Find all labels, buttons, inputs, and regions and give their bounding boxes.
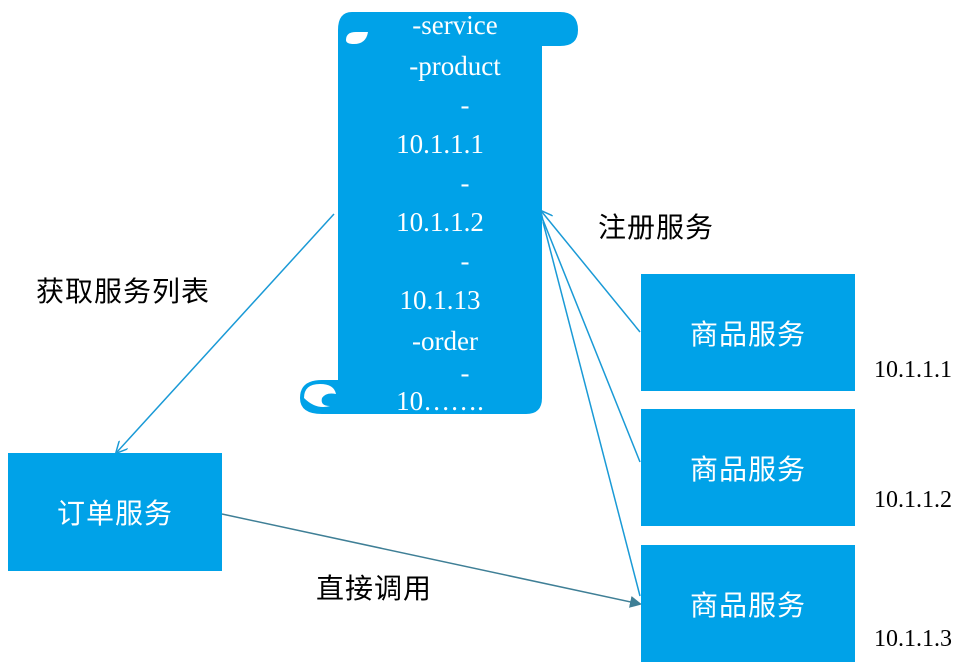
direct-call-arrow bbox=[221, 513, 642, 608]
product-service-label-2: 商品服务 bbox=[689, 452, 806, 486]
registry-scroll-shape bbox=[300, 12, 578, 414]
registry-line-ip-3: 10.1.13 bbox=[399, 285, 481, 315]
get-list-arrow bbox=[117, 213, 335, 452]
registry-line-dash-4: - bbox=[460, 358, 470, 388]
product-service-box-1: 商品服务 bbox=[641, 274, 855, 391]
product-ip-label-3: 10.1.1.3 bbox=[874, 626, 952, 652]
register-line-3 bbox=[542, 221, 641, 597]
product-ip-label-1: 10.1.1.1 bbox=[874, 357, 952, 383]
registry-line-dash-1: - bbox=[460, 90, 470, 120]
registry-line-ellipsis: 10……. bbox=[396, 386, 484, 416]
product-service-label-1: 商品服务 bbox=[689, 317, 806, 351]
registry-line-dash-2: - bbox=[460, 168, 470, 198]
registry-line-dash-3: - bbox=[460, 246, 470, 276]
registry-line-service: -service bbox=[412, 10, 498, 40]
get-service-list-label: 获取服务列表 bbox=[36, 275, 211, 308]
registry-line-ip-1: 10.1.1.1 bbox=[396, 129, 484, 159]
register-service-label: 注册服务 bbox=[598, 211, 715, 244]
product-service-box-3: 商品服务 bbox=[641, 545, 855, 662]
register-line-2 bbox=[542, 219, 641, 463]
register-arrow-1 bbox=[542, 212, 641, 333]
registry-line-order: -order bbox=[412, 326, 478, 356]
product-service-box-2: 商品服务 bbox=[641, 409, 855, 526]
order-service-box: 订单服务 bbox=[8, 453, 222, 571]
direct-call-label: 直接调用 bbox=[316, 572, 433, 605]
registry-line-ip-2: 10.1.1.2 bbox=[396, 207, 484, 237]
product-service-label-3: 商品服务 bbox=[689, 588, 806, 622]
registry-line-product: -product bbox=[409, 51, 501, 81]
product-ip-label-2: 10.1.1.2 bbox=[874, 487, 952, 513]
order-service-label: 订单服务 bbox=[56, 497, 173, 530]
